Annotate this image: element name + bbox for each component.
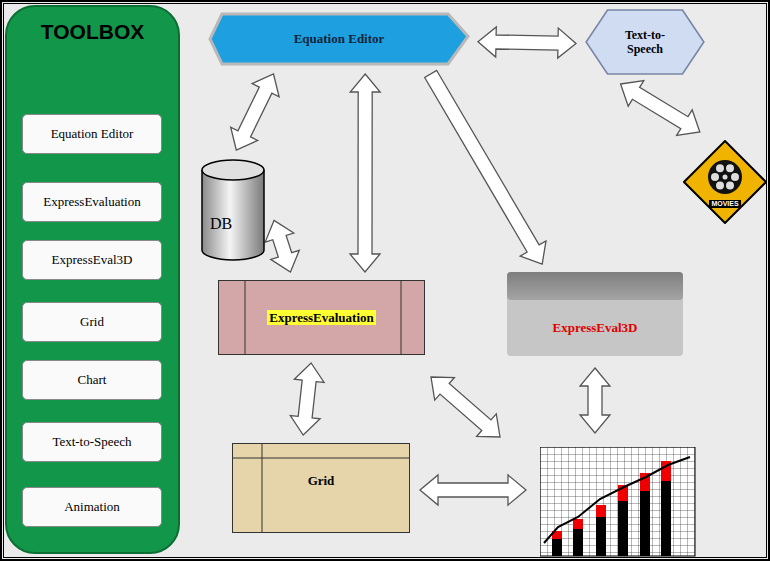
toolbox-button: Grid <box>22 302 162 342</box>
node-label: ExpressEvaluation <box>267 310 376 326</box>
block-arrow <box>265 220 299 272</box>
node-label: Text-to-Speech <box>52 434 131 450</box>
toolbox-button: ExpressEval3D <box>22 240 162 280</box>
toolbox-button: Chart <box>22 360 162 400</box>
block-arrow <box>290 363 324 435</box>
block-arrow <box>420 475 526 505</box>
process-box: ExpressEvaluation <box>218 280 425 355</box>
process-box-3d: ExpressEval3D <box>507 272 683 356</box>
node-label: Equation Editor <box>294 31 385 47</box>
node-label: ExpressEval3D <box>52 252 133 268</box>
block-arrow <box>621 81 700 136</box>
database-cylinder: DB <box>200 158 266 262</box>
node-label: Chart <box>78 372 107 388</box>
toolbox-button: Equation Editor <box>22 114 162 154</box>
movies-icon: MOVIES <box>683 140 767 224</box>
toolbox-button: ExpressEvaluation <box>22 182 162 222</box>
block-arrow <box>431 377 500 437</box>
equation-editor-shape: Equation Editor <box>208 12 470 66</box>
grid-box: Grid <box>232 443 410 533</box>
node-label: Grid <box>80 314 104 330</box>
block-arrow <box>425 71 546 265</box>
node-label: ExpressEval3D <box>553 320 638 336</box>
block-arrow <box>580 368 610 433</box>
node-label: ExpressEvaluation <box>43 194 140 210</box>
text-to-speech-hexagon: Text-to- Speech <box>584 8 706 76</box>
toolbox-panel: TOOLBOX Equation EditorExpressEvaluationE… <box>5 5 180 554</box>
block-arrow <box>478 27 576 58</box>
process-box-3d-outline <box>507 272 683 356</box>
node-label: TOOLBOX <box>41 19 144 44</box>
database-cylinder-outline <box>200 158 266 262</box>
block-arrow <box>350 74 380 272</box>
node-label: Animation <box>64 499 120 515</box>
toolbox-button: Text-to-Speech <box>22 422 162 462</box>
block-arrow <box>231 74 279 150</box>
node-label: Text-to- Speech <box>610 28 680 57</box>
node-label: Equation Editor <box>51 126 134 142</box>
chart-illustration <box>540 447 696 557</box>
toolbox-button: Animation <box>22 487 162 527</box>
movies-icon-outline <box>683 140 767 224</box>
node-label: Grid <box>308 473 335 489</box>
node-label: DB <box>210 214 232 233</box>
node-label: MOVIES <box>709 200 740 208</box>
